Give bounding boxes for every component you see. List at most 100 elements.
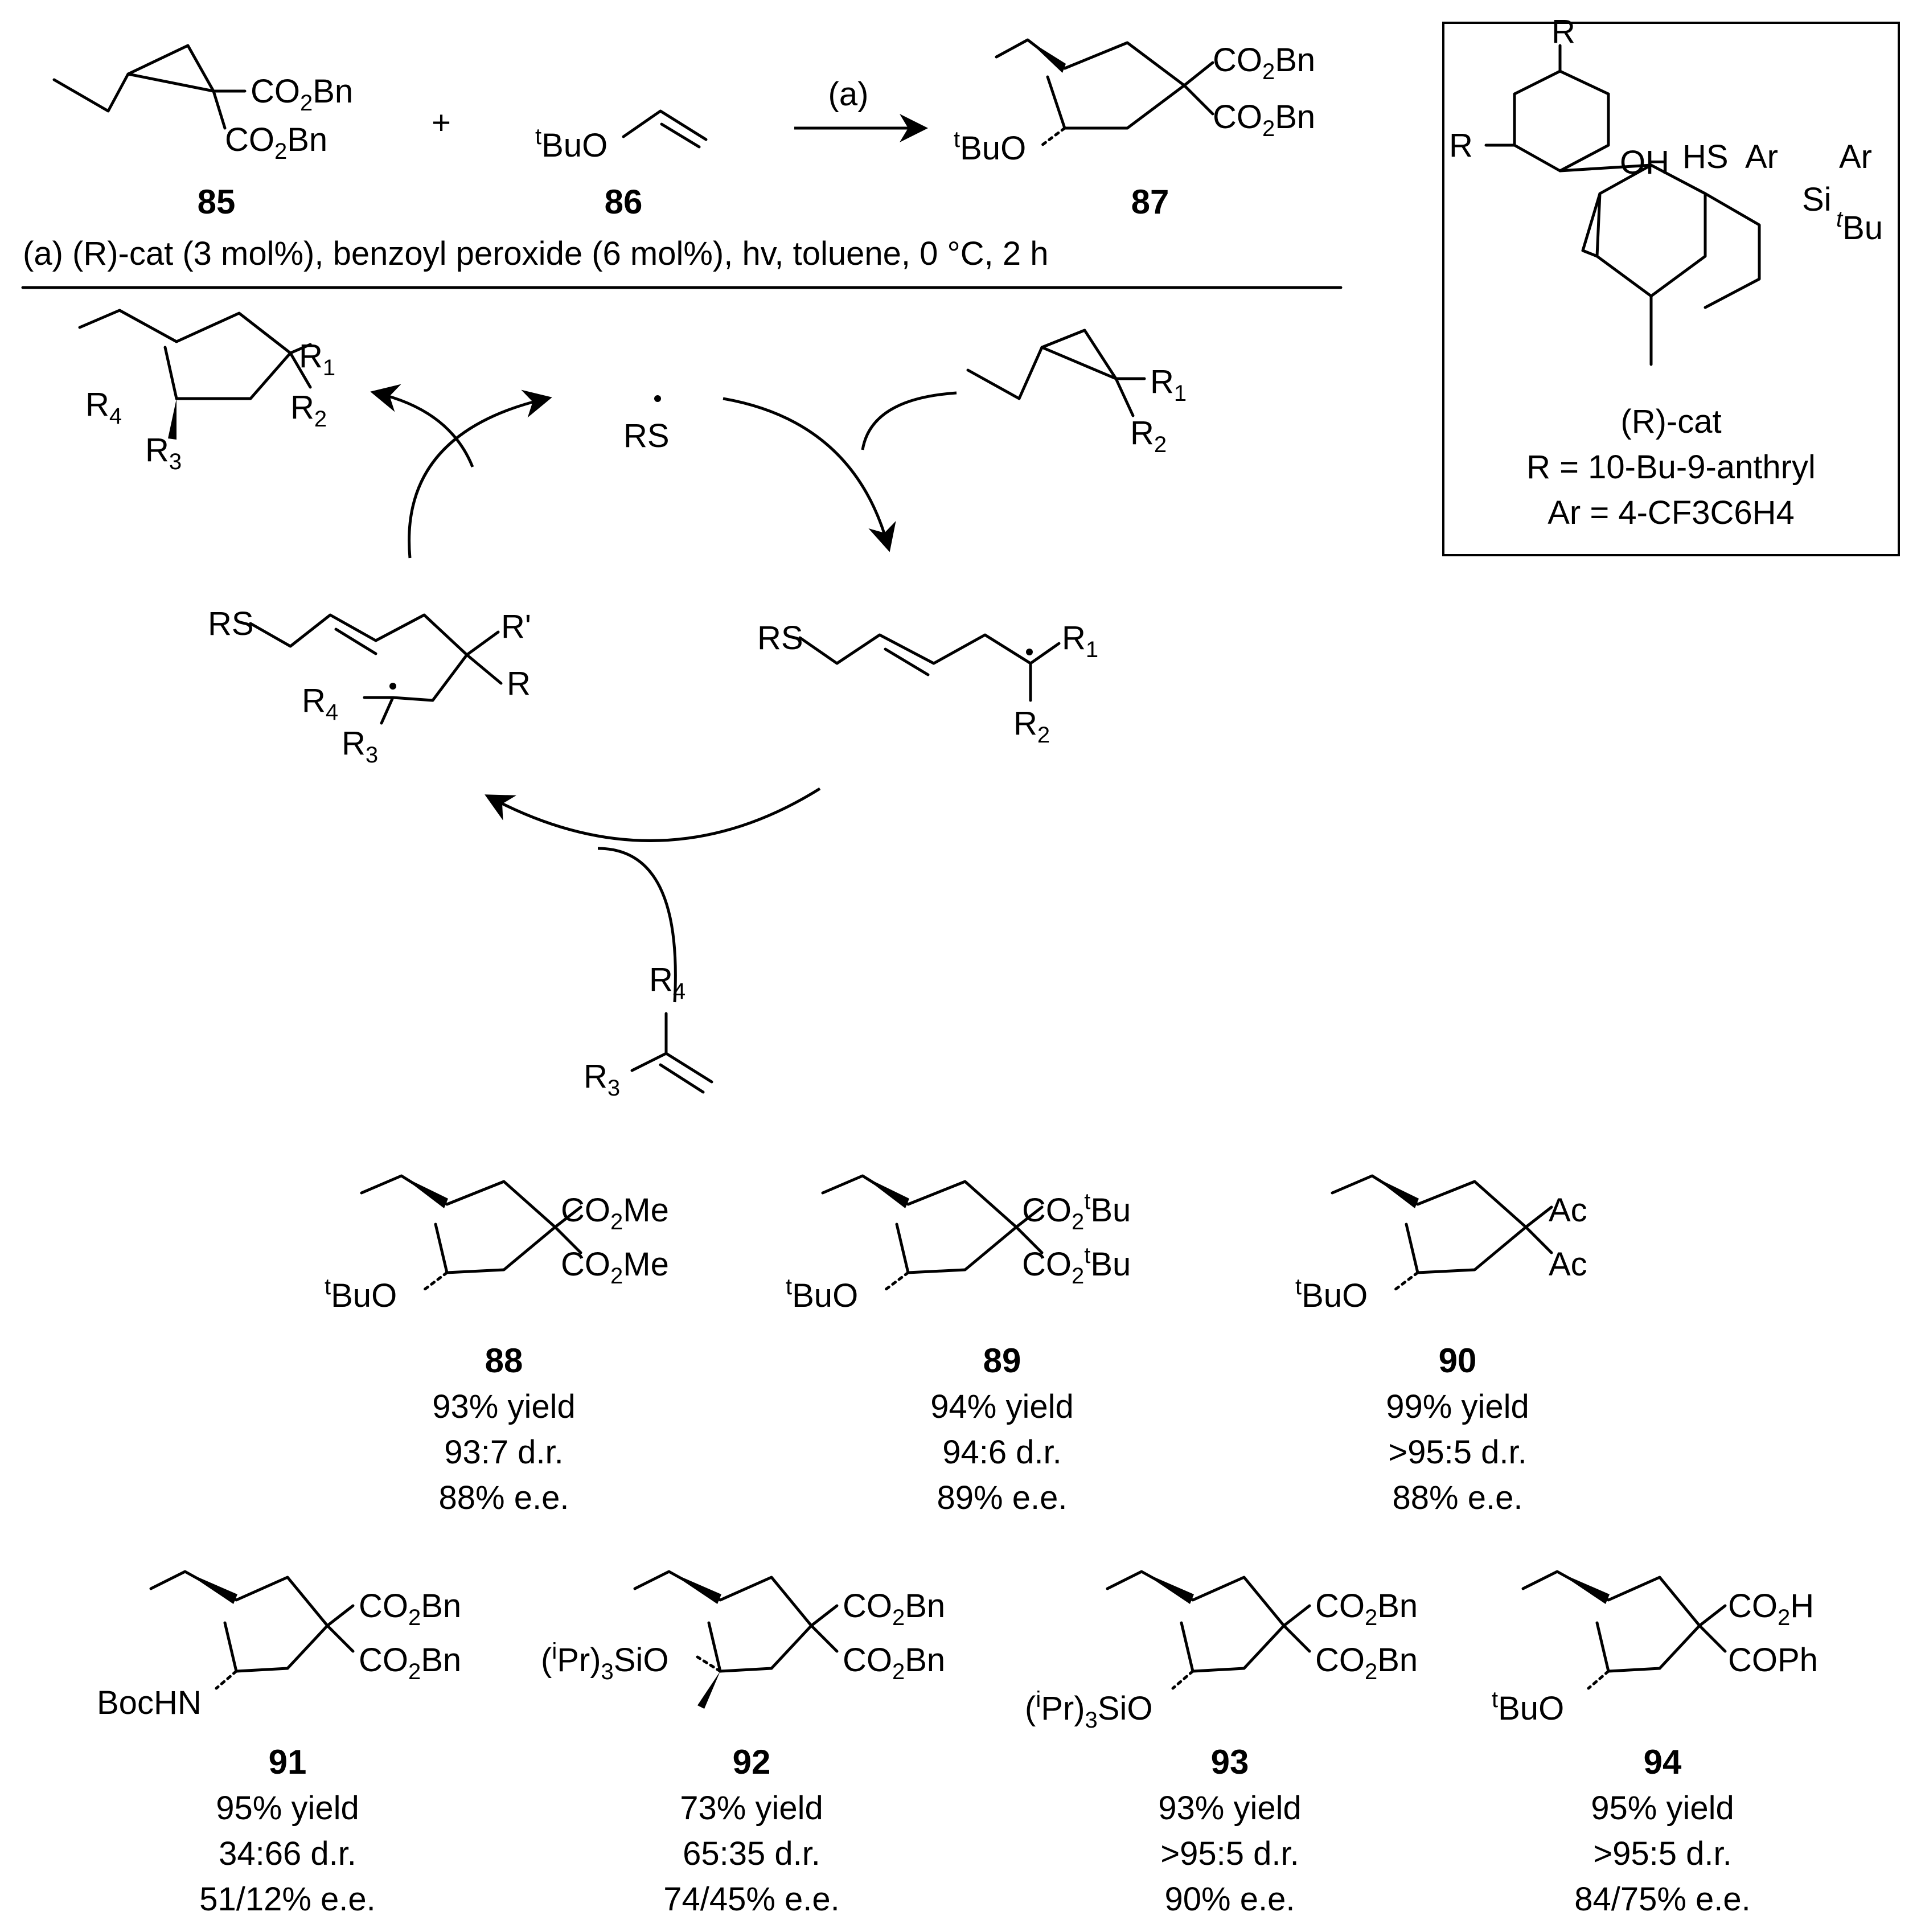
substituent-bottom: CO2Bn (1315, 1642, 1418, 1684)
substituent-bottom: CO2Me (561, 1246, 669, 1289)
compound-label: 94 (1644, 1743, 1682, 1781)
product-89: CO2tBu CO2tBu tBuO (786, 1174, 1131, 1314)
ee-value: 51/12% e.e. (199, 1881, 376, 1918)
r4-label: R4 (649, 961, 686, 1004)
r2-label: R2 (1130, 415, 1167, 457)
substituent-top: Ac (1549, 1192, 1587, 1229)
yield-value: 73% yield (680, 1790, 823, 1827)
product-93: CO2Bn CO2Bn (iPr)3SiO (1025, 1570, 1418, 1733)
ee-value: 89% e.e. (937, 1479, 1068, 1516)
substituent-top: CO2Bn (843, 1588, 945, 1630)
co2bn-label: CO2Bn (1213, 99, 1315, 141)
r-label: R (1551, 13, 1575, 50)
compound-label: 90 (1439, 1342, 1477, 1380)
substituent-top: CO2Bn (359, 1588, 461, 1630)
co2bn-label: CO2Bn (251, 73, 353, 116)
product-scope: CO2Me CO2Me tBuO 88 93% yield 93:7 d.r. … (97, 1174, 1818, 1918)
substituent-bottom: CO2Bn (359, 1642, 461, 1684)
product-94: CO2H COPh tBuO (1492, 1570, 1818, 1727)
cycle-vinylcyclopropane: R1 R2 (966, 329, 1187, 457)
cycle-alkene: R4 R3 (584, 961, 713, 1101)
compound-label: 93 (1211, 1743, 1249, 1781)
ar-label: Ar (1745, 138, 1778, 175)
tbuo-label: tBuO (535, 124, 608, 164)
compound-label: 89 (983, 1342, 1021, 1380)
dr-value: >95:5 d.r. (1160, 1835, 1299, 1872)
yield-value: 95% yield (216, 1790, 359, 1827)
r1-label: R1 (1062, 620, 1098, 662)
dr-value: >95:5 d.r. (1593, 1835, 1731, 1872)
catalyst-box: R R OH HS Si Ar Ar tBu (R)-cat R = 10-Bu… (1442, 13, 1900, 556)
dr-value: 34:66 d.r. (219, 1835, 356, 1872)
dr-value: 93:7 d.r. (444, 1434, 564, 1471)
compound-86: tBuO 86 (535, 109, 708, 221)
catalytic-cycle: R1 R2 R4 R3 RS R1 R2 RS (78, 309, 1187, 1101)
cycle-product: R1 R2 R4 R3 (78, 309, 335, 474)
rs-label: RS (757, 620, 803, 657)
tbu-label: tBu (1836, 207, 1883, 247)
substituent-left: tBuO (786, 1274, 858, 1314)
substituent-left: BocHN (97, 1684, 202, 1721)
ee-value: 84/75% e.e. (1574, 1881, 1751, 1918)
dr-value: >95:5 d.r. (1388, 1434, 1526, 1471)
yield-value: 93% yield (432, 1388, 575, 1425)
ee-value: 88% e.e. (439, 1479, 569, 1516)
r2-label: R2 (1013, 705, 1050, 748)
ee-value: 90% e.e. (1165, 1881, 1295, 1918)
ar-definition: Ar = 4-CF3C6H4 (1548, 494, 1795, 531)
yield-value: 95% yield (1591, 1790, 1734, 1827)
substituent-left: tBuO (1295, 1274, 1368, 1314)
substituent-top: CO2Bn (1315, 1588, 1418, 1630)
dr-value: 65:35 d.r. (683, 1835, 820, 1872)
substituent-bottom: CO2Bn (843, 1642, 945, 1684)
substituent-bottom: COPh (1728, 1642, 1818, 1679)
compound-85: CO2Bn CO2Bn 85 (52, 44, 353, 221)
compound-label: 92 (733, 1743, 771, 1781)
r-label: R (1449, 127, 1473, 164)
thiyl-radical: RS (623, 417, 670, 454)
r-label: R (507, 665, 531, 702)
reaction-arrow: (a) (794, 76, 928, 142)
substituent-bottom: Ac (1549, 1246, 1587, 1283)
cycle-intermediate-left: RS R' R R4 R3 (208, 605, 531, 768)
step-label: (a) (828, 76, 869, 113)
si-label: Si (1802, 181, 1832, 218)
compound-label: 91 (269, 1743, 307, 1781)
oh-label: OH (1620, 144, 1669, 181)
reaction-conditions: (a) (R)-cat (3 mol%), benzoyl peroxide (… (23, 235, 1048, 272)
product-92: CO2Bn CO2Bn (iPr)3SiO (541, 1570, 945, 1709)
catalyst-name: (R)-cat (1620, 403, 1721, 440)
r-prime-label: R' (501, 608, 531, 645)
catalyst-frame (1442, 22, 1900, 556)
product-90: Ac Ac tBuO (1295, 1174, 1587, 1314)
r1-label: R1 (299, 338, 335, 380)
product-88: CO2Me CO2Me tBuO (325, 1174, 669, 1314)
substituent-left: (iPr)3SiO (541, 1639, 668, 1684)
substituent-left: (iPr)3SiO (1025, 1687, 1152, 1733)
compound-label: 88 (485, 1342, 523, 1380)
ar-label: Ar (1839, 138, 1872, 175)
yield-value: 94% yield (930, 1388, 1073, 1425)
ee-value: 88% e.e. (1393, 1479, 1523, 1516)
tbuo-label: tBuO (954, 127, 1026, 167)
substituent-top: CO2tBu (1022, 1189, 1131, 1234)
product-91: CO2Bn CO2Bn BocHN (97, 1570, 461, 1721)
yield-value: 99% yield (1386, 1388, 1529, 1425)
r4-label: R4 (302, 682, 338, 725)
r-definition: R = 10-Bu-9-anthryl (1526, 449, 1816, 486)
compound-label-87: 87 (1131, 183, 1169, 221)
compound-label-85: 85 (198, 183, 236, 221)
substituent-top: CO2H (1728, 1588, 1814, 1630)
rs-label: RS (208, 605, 254, 642)
substituent-left: tBuO (1492, 1687, 1564, 1727)
substituent-left: tBuO (325, 1274, 397, 1314)
ee-value: 74/45% e.e. (663, 1881, 840, 1918)
r3-label: R3 (584, 1058, 620, 1101)
substituent-top: CO2Me (561, 1192, 669, 1234)
co2bn-label: CO2Bn (225, 121, 327, 164)
r3-label: R3 (342, 725, 378, 768)
substituent-bottom: CO2tBu (1022, 1243, 1131, 1289)
compound-label-86: 86 (605, 183, 643, 221)
co2bn-label: CO2Bn (1213, 42, 1315, 84)
